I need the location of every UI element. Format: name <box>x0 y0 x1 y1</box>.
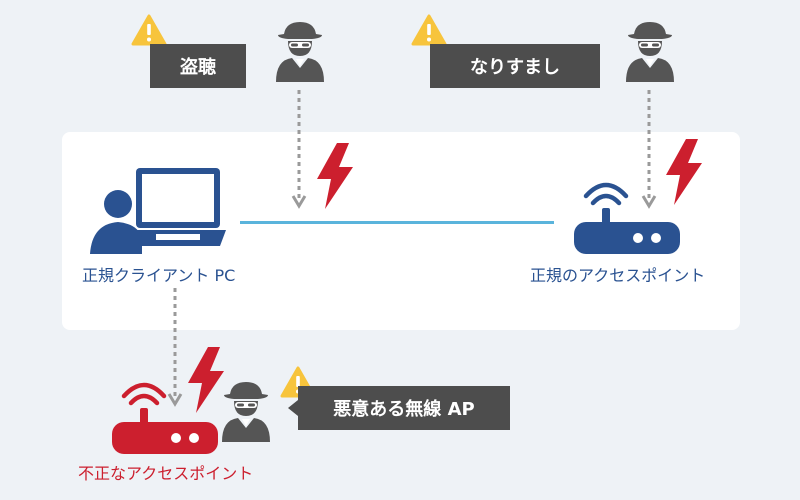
spoofing-callout: なりすまし <box>430 44 600 88</box>
client-pc-caption: 正規クライアント PC <box>82 266 236 285</box>
spoofing-label: なりすまし <box>470 57 560 78</box>
rogue-ap-caption: 不正なアクセスポイント <box>78 464 254 483</box>
hacker-icon <box>276 22 324 82</box>
eavesdrop-callout: 盗聴 <box>150 44 246 88</box>
eavesdrop-arrow <box>291 90 307 209</box>
spoofing-arrow <box>641 90 657 209</box>
hacker-icon <box>222 382 270 442</box>
hacker-icon <box>626 22 674 82</box>
malicious-ap-label: 悪意ある無線 AP <box>333 399 475 420</box>
wireless-link-line <box>240 221 554 224</box>
rogue-arrow <box>167 288 183 407</box>
lightning-icon <box>188 347 224 413</box>
laptop-user-icon <box>90 168 226 254</box>
lightning-icon <box>317 143 353 209</box>
warning-icon <box>411 14 447 46</box>
router-icon <box>112 382 218 454</box>
legit-ap-caption: 正規のアクセスポイント <box>530 266 706 285</box>
warning-icon <box>131 14 167 46</box>
lightning-icon <box>666 139 702 205</box>
eavesdrop-label: 盗聴 <box>180 57 216 78</box>
malicious-ap-callout: 悪意ある無線 AP <box>288 386 510 430</box>
router-icon <box>574 182 680 254</box>
